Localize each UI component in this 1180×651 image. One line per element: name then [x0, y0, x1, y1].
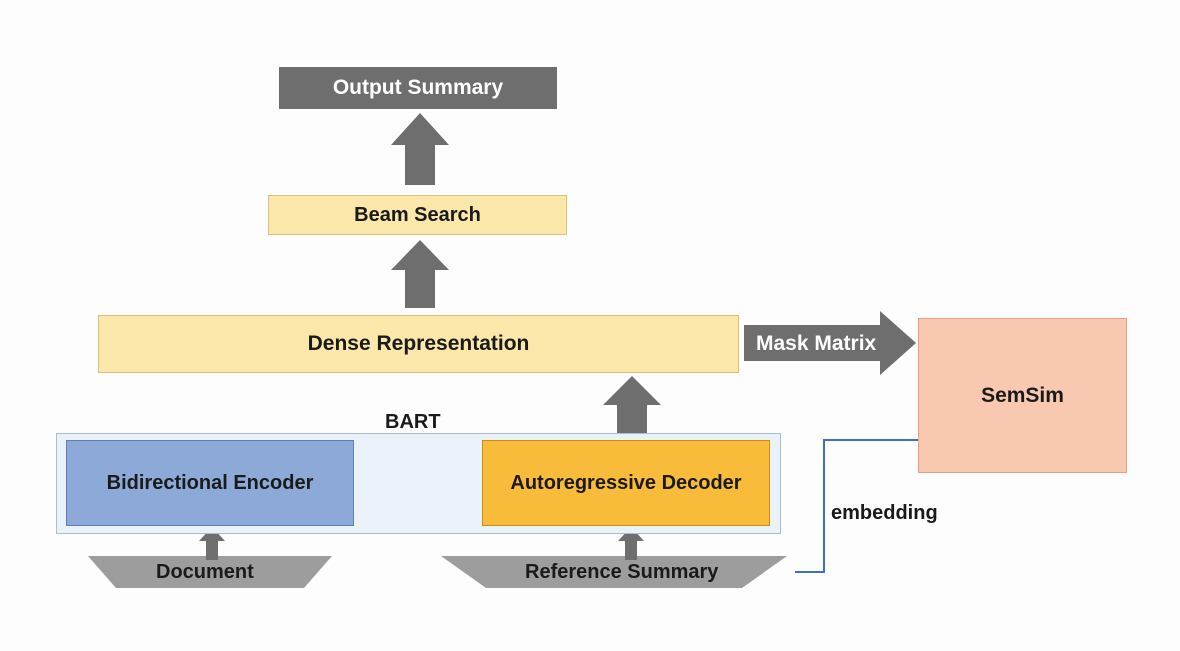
output-summary-label: Output Summary [332, 76, 504, 99]
arrow-dense-to-beam [391, 240, 449, 308]
reference-summary-label: Reference Summary [525, 561, 719, 583]
autoregressive-decoder-label: Autoregressive Decoder [510, 471, 742, 494]
arrow-decoder-to-dense [603, 376, 661, 436]
beam-search-box: Beam Search [268, 195, 567, 235]
reference-summary-trapezoid [441, 556, 787, 588]
dense-representation-label: Dense Representation [307, 332, 530, 355]
bart-label: BART [385, 411, 441, 433]
mask-matrix-arrow [744, 311, 916, 375]
semsim-label: SemSim [981, 383, 1064, 407]
mask-matrix-label: Mask Matrix [756, 332, 877, 355]
bidirectional-encoder-box: Bidirectional Encoder [66, 440, 354, 526]
arrow-document-to-encoder [199, 527, 225, 560]
document-label: Document [156, 561, 254, 583]
beam-search-label: Beam Search [354, 203, 481, 226]
embedding-label: embedding [831, 502, 938, 524]
semsim-box: SemSim [918, 318, 1127, 473]
autoregressive-decoder-box: Autoregressive Decoder [482, 440, 770, 526]
arrow-beam-to-output [391, 113, 449, 185]
embedding-connector [795, 439, 918, 573]
document-trapezoid [88, 556, 332, 588]
output-summary-box: Output Summary [279, 67, 557, 109]
bidirectional-encoder-label: Bidirectional Encoder [106, 471, 314, 494]
arrow-reference-to-decoder [618, 527, 644, 560]
dense-representation-box: Dense Representation [98, 315, 739, 373]
